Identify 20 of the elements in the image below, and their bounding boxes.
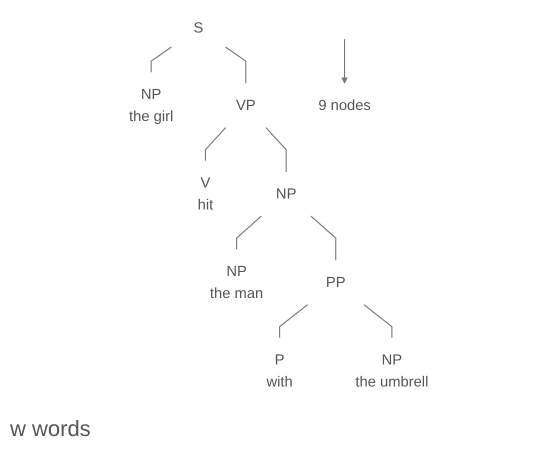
node-text: 9 nodes bbox=[318, 97, 372, 114]
note-text: w words bbox=[10, 416, 91, 441]
node-text: V hit bbox=[198, 174, 214, 214]
connector bbox=[150, 46, 172, 72]
connector bbox=[205, 127, 226, 161]
node-text: NP the man bbox=[210, 263, 264, 302]
connector bbox=[236, 216, 262, 250]
connector bbox=[266, 127, 288, 172]
connector bbox=[364, 304, 393, 338]
node-text: P with bbox=[266, 352, 294, 390]
arrow bbox=[342, 39, 348, 84]
node-text: NP the girl bbox=[129, 86, 174, 125]
connector bbox=[279, 304, 308, 338]
connector bbox=[226, 46, 247, 84]
node-text: NP the umbrell bbox=[356, 352, 429, 390]
node-text: VP bbox=[236, 97, 256, 114]
connector bbox=[310, 216, 337, 260]
node-text: PP bbox=[326, 274, 346, 291]
node-text: S bbox=[194, 20, 204, 36]
node-text: NP bbox=[276, 186, 297, 202]
